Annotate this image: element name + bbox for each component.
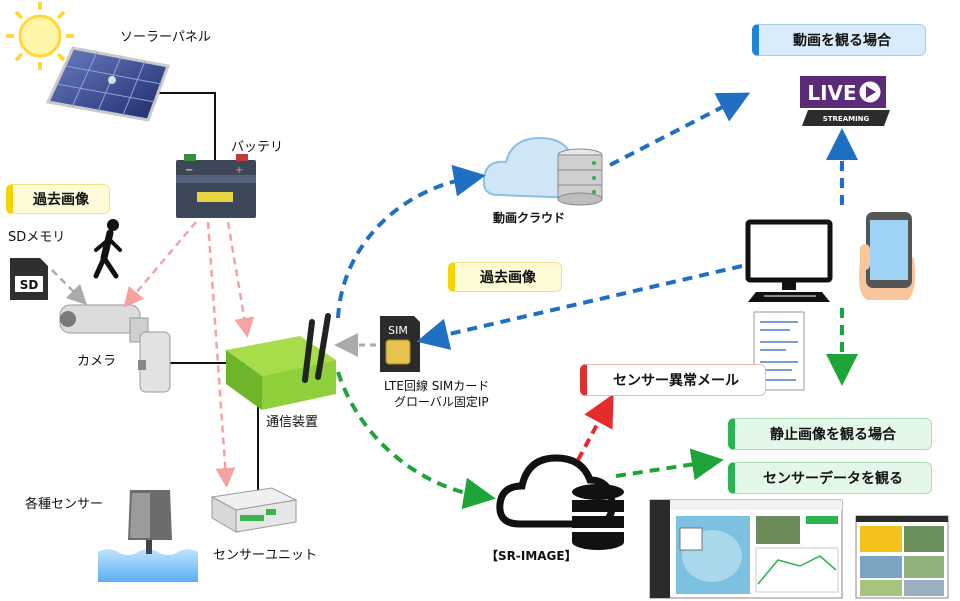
- mobile-photo-list-icon: [855, 515, 949, 599]
- streaming-logo-text: STREAMING: [823, 115, 870, 123]
- battery-icon: − +: [176, 154, 256, 218]
- sr-image-cloud-icon: [496, 454, 624, 550]
- sd-card-icon: SD: [10, 258, 48, 300]
- solar-panel-icon: [45, 46, 171, 122]
- sim-line2-label: グローバル固定IP: [394, 395, 489, 409]
- video-cloud-icon: [482, 136, 603, 206]
- dashboard-screenshot-icon: [649, 499, 843, 599]
- walking-person-icon: [93, 219, 122, 279]
- svg-text:−: −: [185, 165, 193, 176]
- past-image-tag-2: 過去画像: [448, 262, 562, 292]
- sensor-icon: [98, 490, 198, 582]
- smartphone-icon: [859, 212, 916, 300]
- sim-card-label: SIM: [388, 324, 408, 337]
- battery-power-arrows: [123, 221, 255, 488]
- past-image-tag: 過去画像: [6, 184, 110, 214]
- sun-icon: [6, 2, 74, 70]
- green-flow-arrows: [336, 308, 858, 510]
- sensors-label: 各種センサー: [25, 497, 104, 512]
- svg-text:+: +: [235, 165, 243, 176]
- sd-card-label: SD: [20, 278, 39, 292]
- alert-mail-arrow: [576, 393, 614, 461]
- camera-label: カメラ: [77, 354, 117, 369]
- sd-memory-label: SDメモリ: [8, 230, 66, 245]
- video-cloud-label: 動画クラウド: [493, 211, 566, 225]
- watch-video-tag: 動画を観る場合: [752, 24, 926, 56]
- solar-panel-label: ソーラーパネル: [120, 30, 211, 45]
- sensor-alert-mail-tag: センサー異常メール: [580, 364, 766, 396]
- watch-still-tag: 静止画像を観る場合: [728, 418, 932, 450]
- camera-icon: [59, 304, 171, 393]
- comm-device-label: 通信装置: [266, 415, 319, 430]
- sim-card-icon: SIM: [380, 316, 420, 372]
- sim-line1-label: LTE回線 SIMカード: [384, 379, 490, 393]
- router-icon: [226, 313, 336, 410]
- monitor-icon: [745, 219, 833, 302]
- sd-to-camera-arrow: [51, 269, 88, 306]
- blue-flow-arrows: [336, 92, 858, 350]
- sensor-unit-label: センサーユニット: [213, 548, 318, 563]
- battery-label: バッテリ: [231, 140, 284, 155]
- sensor-unit-icon: [210, 487, 298, 533]
- live-streaming-icon: LIVE STREAMING: [800, 76, 890, 126]
- sr-image-label: 【SR-IMAGE】: [486, 549, 577, 563]
- live-logo-text: LIVE: [807, 81, 856, 105]
- watch-sensor-data-tag: センサーデータを観る: [728, 462, 932, 494]
